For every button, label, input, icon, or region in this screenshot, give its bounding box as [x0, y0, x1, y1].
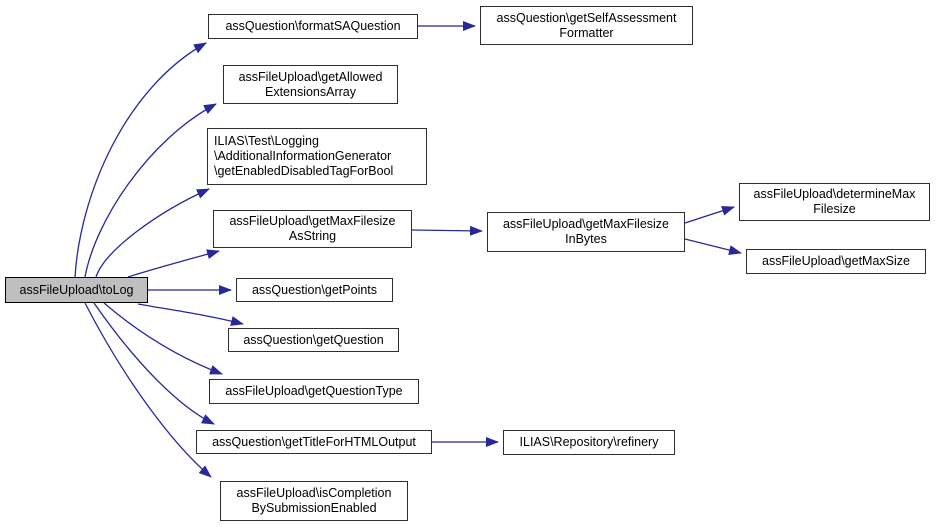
edge-toLog-getMaxFilesizeAsString: [127, 249, 220, 278]
edge-toLog-getEnabledDisabledTagForBool: [95, 188, 210, 278]
node-getMaxSize[interactable]: assFileUpload\getMaxSize: [746, 249, 926, 274]
edge-toLog-isCompletionBySubmissionEnabled: [84, 302, 212, 478]
node-formatSAQuestion[interactable]: assQuestion\formatSAQuestion: [208, 14, 418, 39]
edge-toLog-getTitleForHTMLOutput: [93, 302, 215, 425]
node-getMaxFilesizeAsString[interactable]: assFileUpload\getMaxFilesize AsString: [213, 210, 412, 248]
edge-getMaxFilesizeInBytes-getMaxSize: [684, 238, 742, 255]
edge-getMaxFilesizeAsString-getMaxFilesizeInBytes: [411, 225, 483, 236]
node-refinery[interactable]: ILIAS\Repository\refinery: [503, 430, 675, 455]
edge-toLog-getAllowedExtensionsArray: [84, 103, 217, 278]
node-getAllowedExtensionsArray[interactable]: assFileUpload\getAllowed ExtensionsArray: [223, 65, 398, 104]
node-determineMaxFilesize[interactable]: assFileUpload\determineMax Filesize: [739, 183, 930, 221]
node-isCompletionBySubmissionEnabled[interactable]: assFileUpload\isCompletion BySubmissionE…: [220, 481, 408, 521]
node-getSelfAssessmentFormatter[interactable]: assQuestion\getSelfAssessment Formatter: [480, 6, 693, 45]
edge-toLog-getQuestionType: [103, 302, 223, 375]
node-toLog: assFileUpload\toLog: [5, 277, 148, 303]
node-getQuestionType[interactable]: assFileUpload\getQuestionType: [209, 379, 419, 404]
edge-toLog-getQuestion: [137, 303, 244, 326]
edge-toLog-formatSAQuestion: [74, 42, 207, 278]
node-getPoints[interactable]: assQuestion\getPoints: [236, 278, 393, 302]
node-getQuestion[interactable]: assQuestion\getQuestion: [228, 328, 399, 352]
node-getTitleForHTMLOutput[interactable]: assQuestion\getTitleForHTMLOutput: [196, 430, 432, 454]
node-getMaxFilesizeInBytes[interactable]: assFileUpload\getMaxFilesize InBytes: [487, 212, 685, 252]
node-getEnabledDisabledTagForBool[interactable]: ILIAS\Test\Logging \AdditionalInformatio…: [207, 128, 427, 185]
edge-getMaxFilesizeInBytes-determineMaxFilesize: [684, 205, 735, 224]
